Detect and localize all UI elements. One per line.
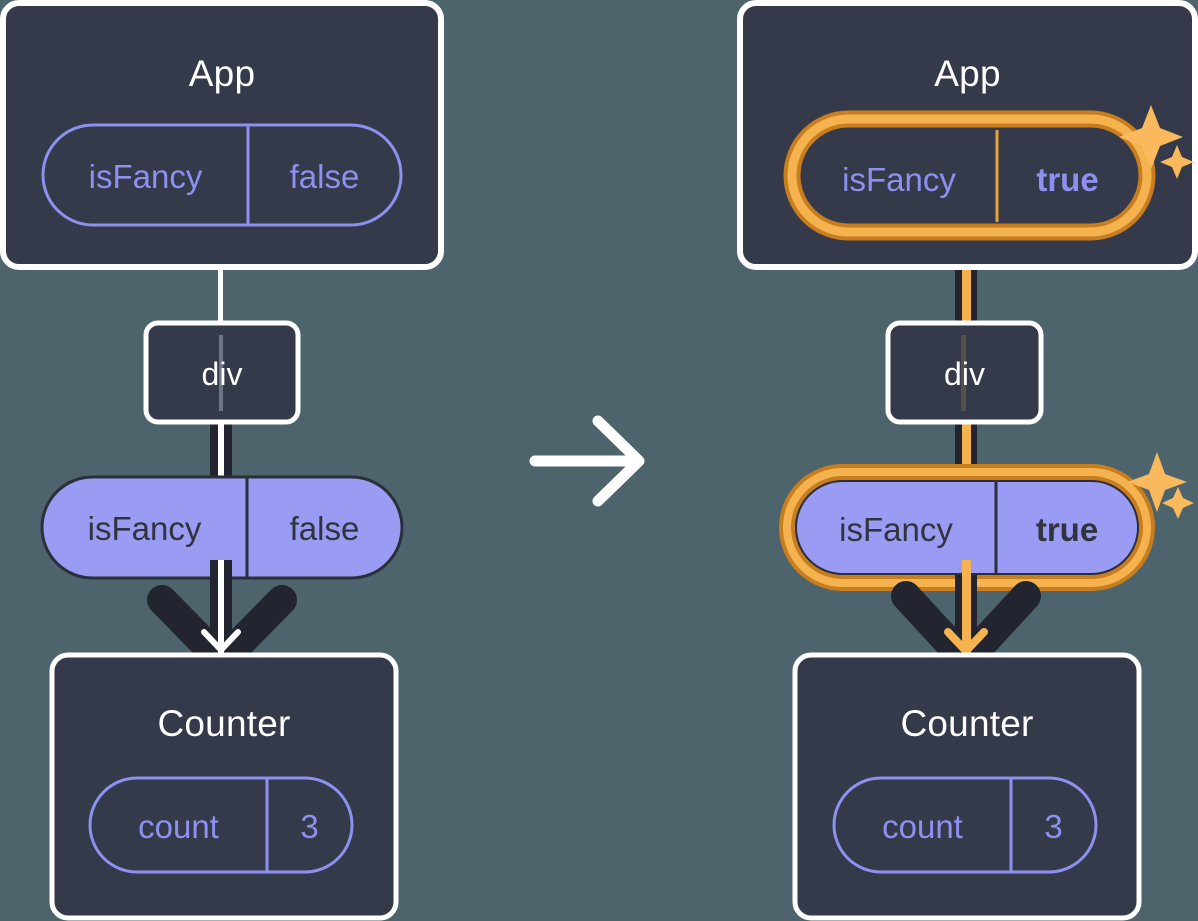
app-box-left xyxy=(0,0,444,270)
counter-box-right xyxy=(792,652,1142,921)
state-pill-isfancy-left xyxy=(41,123,403,227)
counter-box-left xyxy=(49,652,399,921)
state-pill-isfancy-right xyxy=(783,110,1156,241)
state-pill-count-right xyxy=(832,776,1098,874)
connector-app-to-div-left xyxy=(218,262,223,328)
connector-div-to-props-left xyxy=(210,418,232,488)
div-box-right xyxy=(885,320,1044,425)
sparkle-icon-mid xyxy=(1127,452,1194,519)
arrow-right-icon xyxy=(529,415,645,507)
state-pill-count-left xyxy=(88,776,354,874)
sparkle-icon-top xyxy=(1119,105,1194,179)
div-box-left xyxy=(143,320,301,425)
